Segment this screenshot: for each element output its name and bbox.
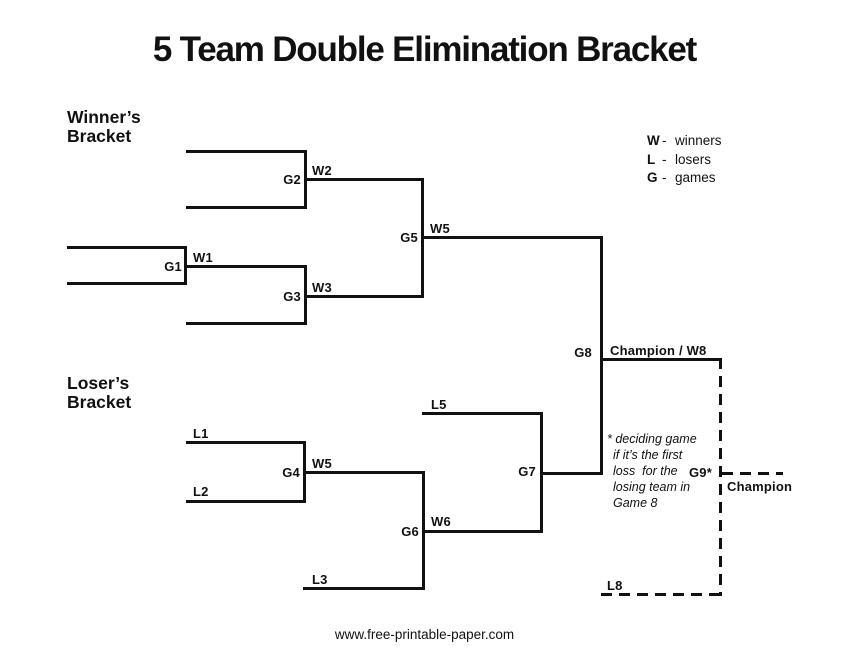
label-w5-winners: W5 xyxy=(430,221,450,236)
label-w2: W2 xyxy=(312,163,332,178)
line-w6-line xyxy=(422,530,543,533)
label-g7: G7 xyxy=(518,464,536,479)
line-g2-bottom xyxy=(186,206,307,209)
line-champion-line-dashed xyxy=(722,472,783,475)
label-w1: W1 xyxy=(193,250,213,265)
legend-term: winners xyxy=(675,133,722,148)
legend-item-losers: L-losers xyxy=(647,151,722,170)
line-g9-vertical-dashed xyxy=(719,358,722,596)
label-l8: L8 xyxy=(607,578,623,593)
footer-url: www.free-printable-paper.com xyxy=(334,627,515,642)
legend-term: games xyxy=(675,170,716,185)
legend-key: W xyxy=(647,133,660,148)
line-w5-line xyxy=(421,236,603,239)
label-champion-w8: Champion / W8 xyxy=(610,343,707,358)
label-l5: L5 xyxy=(431,397,447,412)
line-g7-winner-line xyxy=(540,472,603,475)
line-w3-line xyxy=(304,295,424,298)
line-g1-top xyxy=(67,246,187,249)
legend-key: G xyxy=(647,170,658,185)
legend-item-games: G-games xyxy=(647,169,722,188)
label-g4: G4 xyxy=(282,465,300,480)
label-g1: G1 xyxy=(164,259,182,274)
legend-separator: - xyxy=(662,133,667,148)
label-l2: L2 xyxy=(193,484,209,499)
line-g4-winner-line xyxy=(303,471,425,474)
legend-separator: - xyxy=(662,151,667,167)
line-g8-vertical xyxy=(600,236,603,475)
legend-separator: - xyxy=(662,170,667,185)
line-champion-w8-line xyxy=(600,358,721,361)
legend-term: losers xyxy=(675,151,712,167)
line-l2-line xyxy=(186,500,306,503)
label-l3: L3 xyxy=(312,572,328,587)
deciding-game-note: * deciding game if it’s the first loss f… xyxy=(607,432,697,510)
line-l8-line-dashed xyxy=(601,593,720,596)
line-l3-line xyxy=(303,587,425,590)
label-w5-losers: W5 xyxy=(312,456,332,471)
winners-bracket-heading: Winner’s Bracket xyxy=(67,107,141,146)
legend-item-winners: W-winners xyxy=(647,132,722,151)
legend-key: L xyxy=(647,151,656,167)
label-g6: G6 xyxy=(401,524,419,539)
label-w6: W6 xyxy=(431,514,451,529)
label-g2: G2 xyxy=(283,172,301,187)
line-g3-bottom xyxy=(186,322,307,325)
line-l1-line xyxy=(186,441,306,444)
line-w1-line xyxy=(184,265,307,268)
line-l5-line xyxy=(422,412,543,415)
label-g3: G3 xyxy=(283,289,301,304)
line-w2-line xyxy=(304,178,424,181)
page-title: 5 Team Double Elimination Bracket xyxy=(152,30,697,69)
label-w3: W3 xyxy=(312,280,332,295)
line-g1-bottom xyxy=(67,282,187,285)
label-l1: L1 xyxy=(193,426,209,441)
label-g8: G8 xyxy=(574,345,592,360)
label-champion: Champion xyxy=(727,479,793,494)
label-g5: G5 xyxy=(400,230,418,245)
line-g2-top xyxy=(186,150,307,153)
losers-bracket-heading: Loser’s Bracket xyxy=(67,373,132,412)
label-g9: G9* xyxy=(688,465,712,480)
